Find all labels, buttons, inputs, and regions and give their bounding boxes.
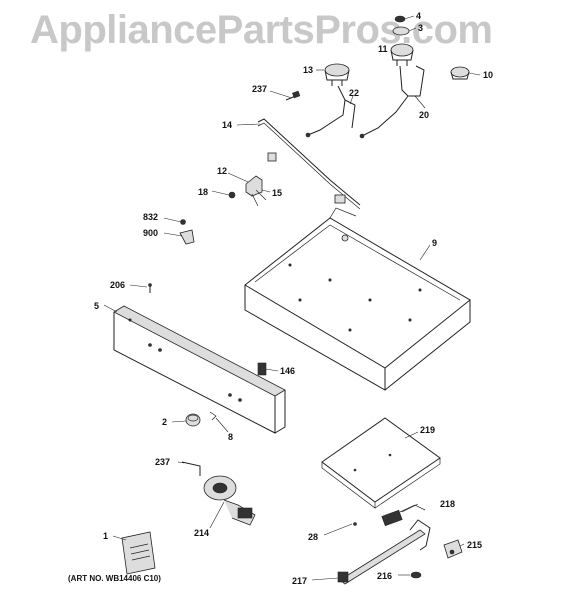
part-832-screw — [180, 219, 186, 225]
art-number-text: (ART NO. WB14406 C10) — [68, 574, 161, 583]
label-part-217: 217 — [292, 576, 307, 586]
label-part-900: 900 — [143, 228, 158, 238]
label-part-28: 28 — [308, 532, 318, 542]
part-10-burner-valve — [450, 66, 470, 80]
part-2-knob — [185, 413, 201, 427]
part-12-switch — [245, 175, 267, 207]
part-3-cap — [392, 26, 410, 36]
label-part-1: 1 — [103, 531, 108, 541]
label-part-215: 215 — [467, 540, 482, 550]
part-22-tube — [305, 85, 356, 138]
label-part-22: 22 — [349, 88, 359, 98]
part-206-screw — [148, 283, 152, 293]
label-part-13: 13 — [303, 65, 313, 75]
label-part-237-top: 237 — [252, 84, 267, 94]
label-part-12: 12 — [217, 166, 227, 176]
part-8-spring — [209, 411, 217, 421]
part-labels: 4 3 11 13 10 237 22 14 20 12 15 18 832 9… — [94, 11, 493, 586]
part-219-heat-shield — [321, 417, 441, 509]
label-part-14: 14 — [222, 120, 232, 130]
label-part-18: 18 — [198, 187, 208, 197]
label-part-15: 15 — [272, 188, 282, 198]
part-9-burner-box — [244, 207, 471, 391]
part-11-burner-valve — [390, 43, 414, 66]
part-1-manual — [121, 531, 156, 575]
label-part-3: 3 — [418, 23, 423, 33]
label-part-146: 146 — [280, 366, 295, 376]
part-218-igniter — [381, 504, 426, 527]
label-part-9: 9 — [432, 238, 437, 248]
part-146-clip — [257, 362, 267, 376]
label-part-214: 214 — [194, 528, 209, 538]
part-5-control-panel — [113, 305, 286, 434]
label-part-10: 10 — [483, 70, 493, 80]
part-217-bracket — [337, 519, 431, 585]
label-part-8: 8 — [228, 432, 233, 442]
part-13-burner-valve — [324, 63, 350, 86]
label-part-5: 5 — [94, 301, 99, 311]
part-28-screw — [353, 522, 357, 526]
part-14-manifold — [257, 118, 361, 210]
label-part-219: 219 — [420, 425, 435, 435]
part-237-elbow — [181, 461, 201, 476]
label-part-4: 4 — [416, 11, 421, 21]
part-18-screw — [228, 191, 236, 199]
part-216-washer — [410, 571, 422, 579]
part-214-regulator — [203, 475, 256, 526]
part-4-washer — [394, 15, 406, 23]
label-part-832: 832 — [143, 212, 158, 222]
label-part-206: 206 — [110, 280, 125, 290]
label-part-237-bottom: 237 — [155, 457, 170, 467]
leader-lines — [103, 15, 481, 581]
label-part-216: 216 — [377, 571, 392, 581]
label-part-11: 11 — [378, 44, 388, 54]
watermark-text: AppliancePartsPros.com — [30, 8, 493, 52]
part-237-orifice — [285, 90, 301, 101]
label-part-20: 20 — [419, 110, 429, 120]
label-part-218: 218 — [440, 499, 455, 509]
part-20-tube — [359, 65, 425, 139]
part-215-clip — [443, 539, 463, 559]
label-part-2: 2 — [162, 417, 167, 427]
part-900-bracket — [179, 229, 195, 245]
